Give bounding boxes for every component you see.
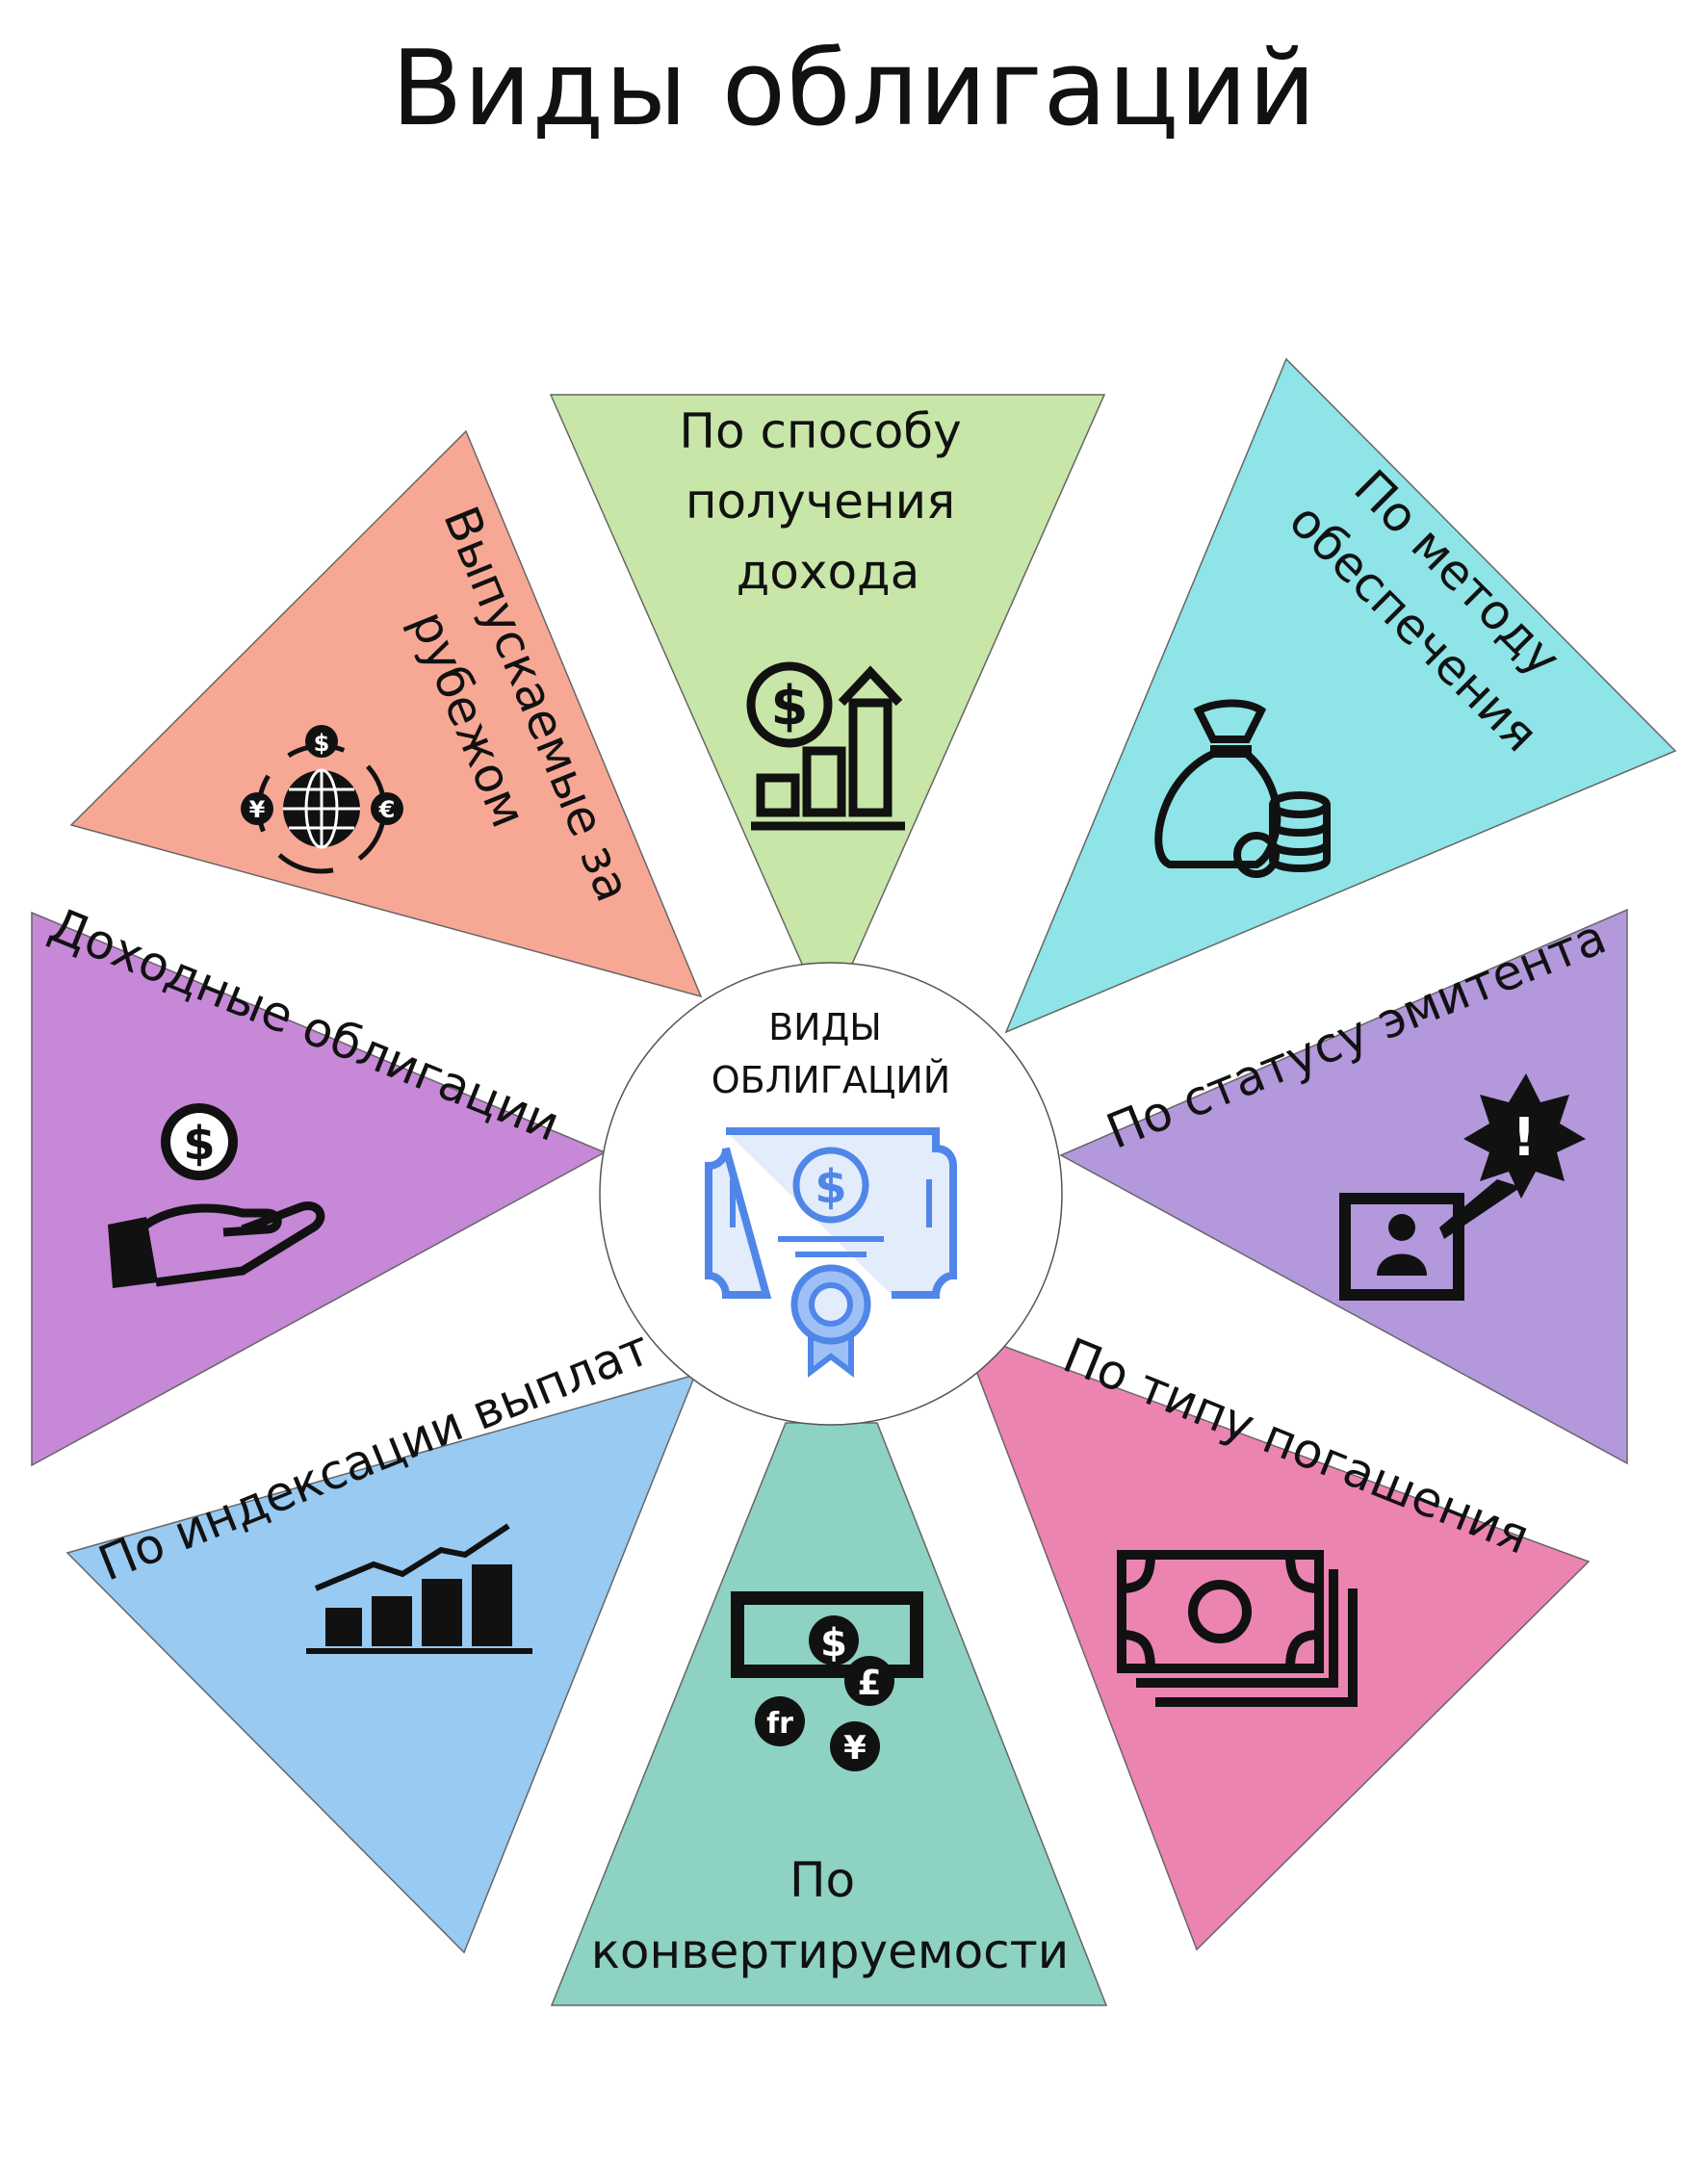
center-label-line-2: ОБЛИГАЦИЙ	[712, 1059, 951, 1101]
currency-exchange-icon-franc: fr	[766, 1707, 793, 1741]
globe-currencies-icon-euro: €	[378, 796, 396, 823]
segment-indexation: По индексации выплат	[65, 1320, 697, 1954]
currency-exchange-icon-dollar: $	[820, 1621, 847, 1665]
person-alert-icon-symbol: !	[1513, 1107, 1537, 1168]
segment-issuer-status-shape	[1059, 908, 1628, 1465]
page-title: Виды облигаций	[391, 29, 1317, 149]
currency-exchange-icon-pound: £	[857, 1664, 881, 1703]
center-label-line-1: ВИДЫ	[768, 1006, 882, 1048]
segment-convertibility-line-2: конвертируемости	[591, 1924, 1070, 1979]
segment-convertibility-line-1: По	[789, 1852, 855, 1908]
segment-income-method: По способу получения дохода $	[549, 394, 1106, 1022]
segment-income-method-line-1: По способу	[679, 403, 961, 459]
hand-dollar-icon-symbol: $	[183, 1117, 215, 1171]
currency-exchange-icon-yen: ¥	[843, 1729, 867, 1768]
svg-text:По конвертируемости: По конвертируемости	[591, 1852, 1070, 1979]
segment-indexation-shape	[65, 1373, 697, 1954]
segment-income-bonds-shape	[31, 911, 607, 1467]
segment-repayment-shape	[959, 1329, 1591, 1951]
bond-certificate-icon-symbol: $	[815, 1160, 846, 1214]
person-alert-icon: !	[1339, 1073, 1586, 1301]
segment-collateral: По методу обеспечения	[1004, 357, 1677, 1034]
center-hub: ВИДЫ ОБЛИГАЦИЙ $	[599, 962, 1063, 1426]
hand-dollar-icon: $	[108, 1103, 325, 1288]
segment-convertibility: По конвертируемости $ £ fr ¥	[550, 1422, 1108, 2006]
money-bag-coins-icon	[1154, 699, 1331, 878]
svg-text:По способу получения: По способу получения дохода	[679, 403, 976, 600]
growth-bar-chart-icon	[306, 1523, 532, 1654]
segment-income-method-line-3: дохода	[737, 544, 920, 600]
segment-foreign-shape	[69, 429, 703, 998]
globe-currencies-icon: $ ¥ €	[241, 725, 403, 874]
globe-currencies-icon-dollar: $	[314, 730, 330, 757]
dollar-growth-chart-icon: $	[746, 661, 905, 831]
banknotes-icon	[1117, 1550, 1358, 1707]
currency-exchange-icon: $ £ fr ¥	[731, 1591, 923, 1771]
svg-text:ВИДЫ ОБЛИГАЦИЙ: ВИДЫ ОБЛИГАЦИЙ	[712, 1006, 951, 1101]
globe-currencies-icon-yen: ¥	[249, 796, 266, 823]
bond-certificate-icon: $	[705, 1127, 957, 1379]
dollar-growth-chart-icon-symbol: $	[771, 675, 809, 737]
segment-income-method-line-2: получения	[686, 474, 955, 529]
segment-repayment: По типу погашения	[959, 1328, 1591, 1951]
